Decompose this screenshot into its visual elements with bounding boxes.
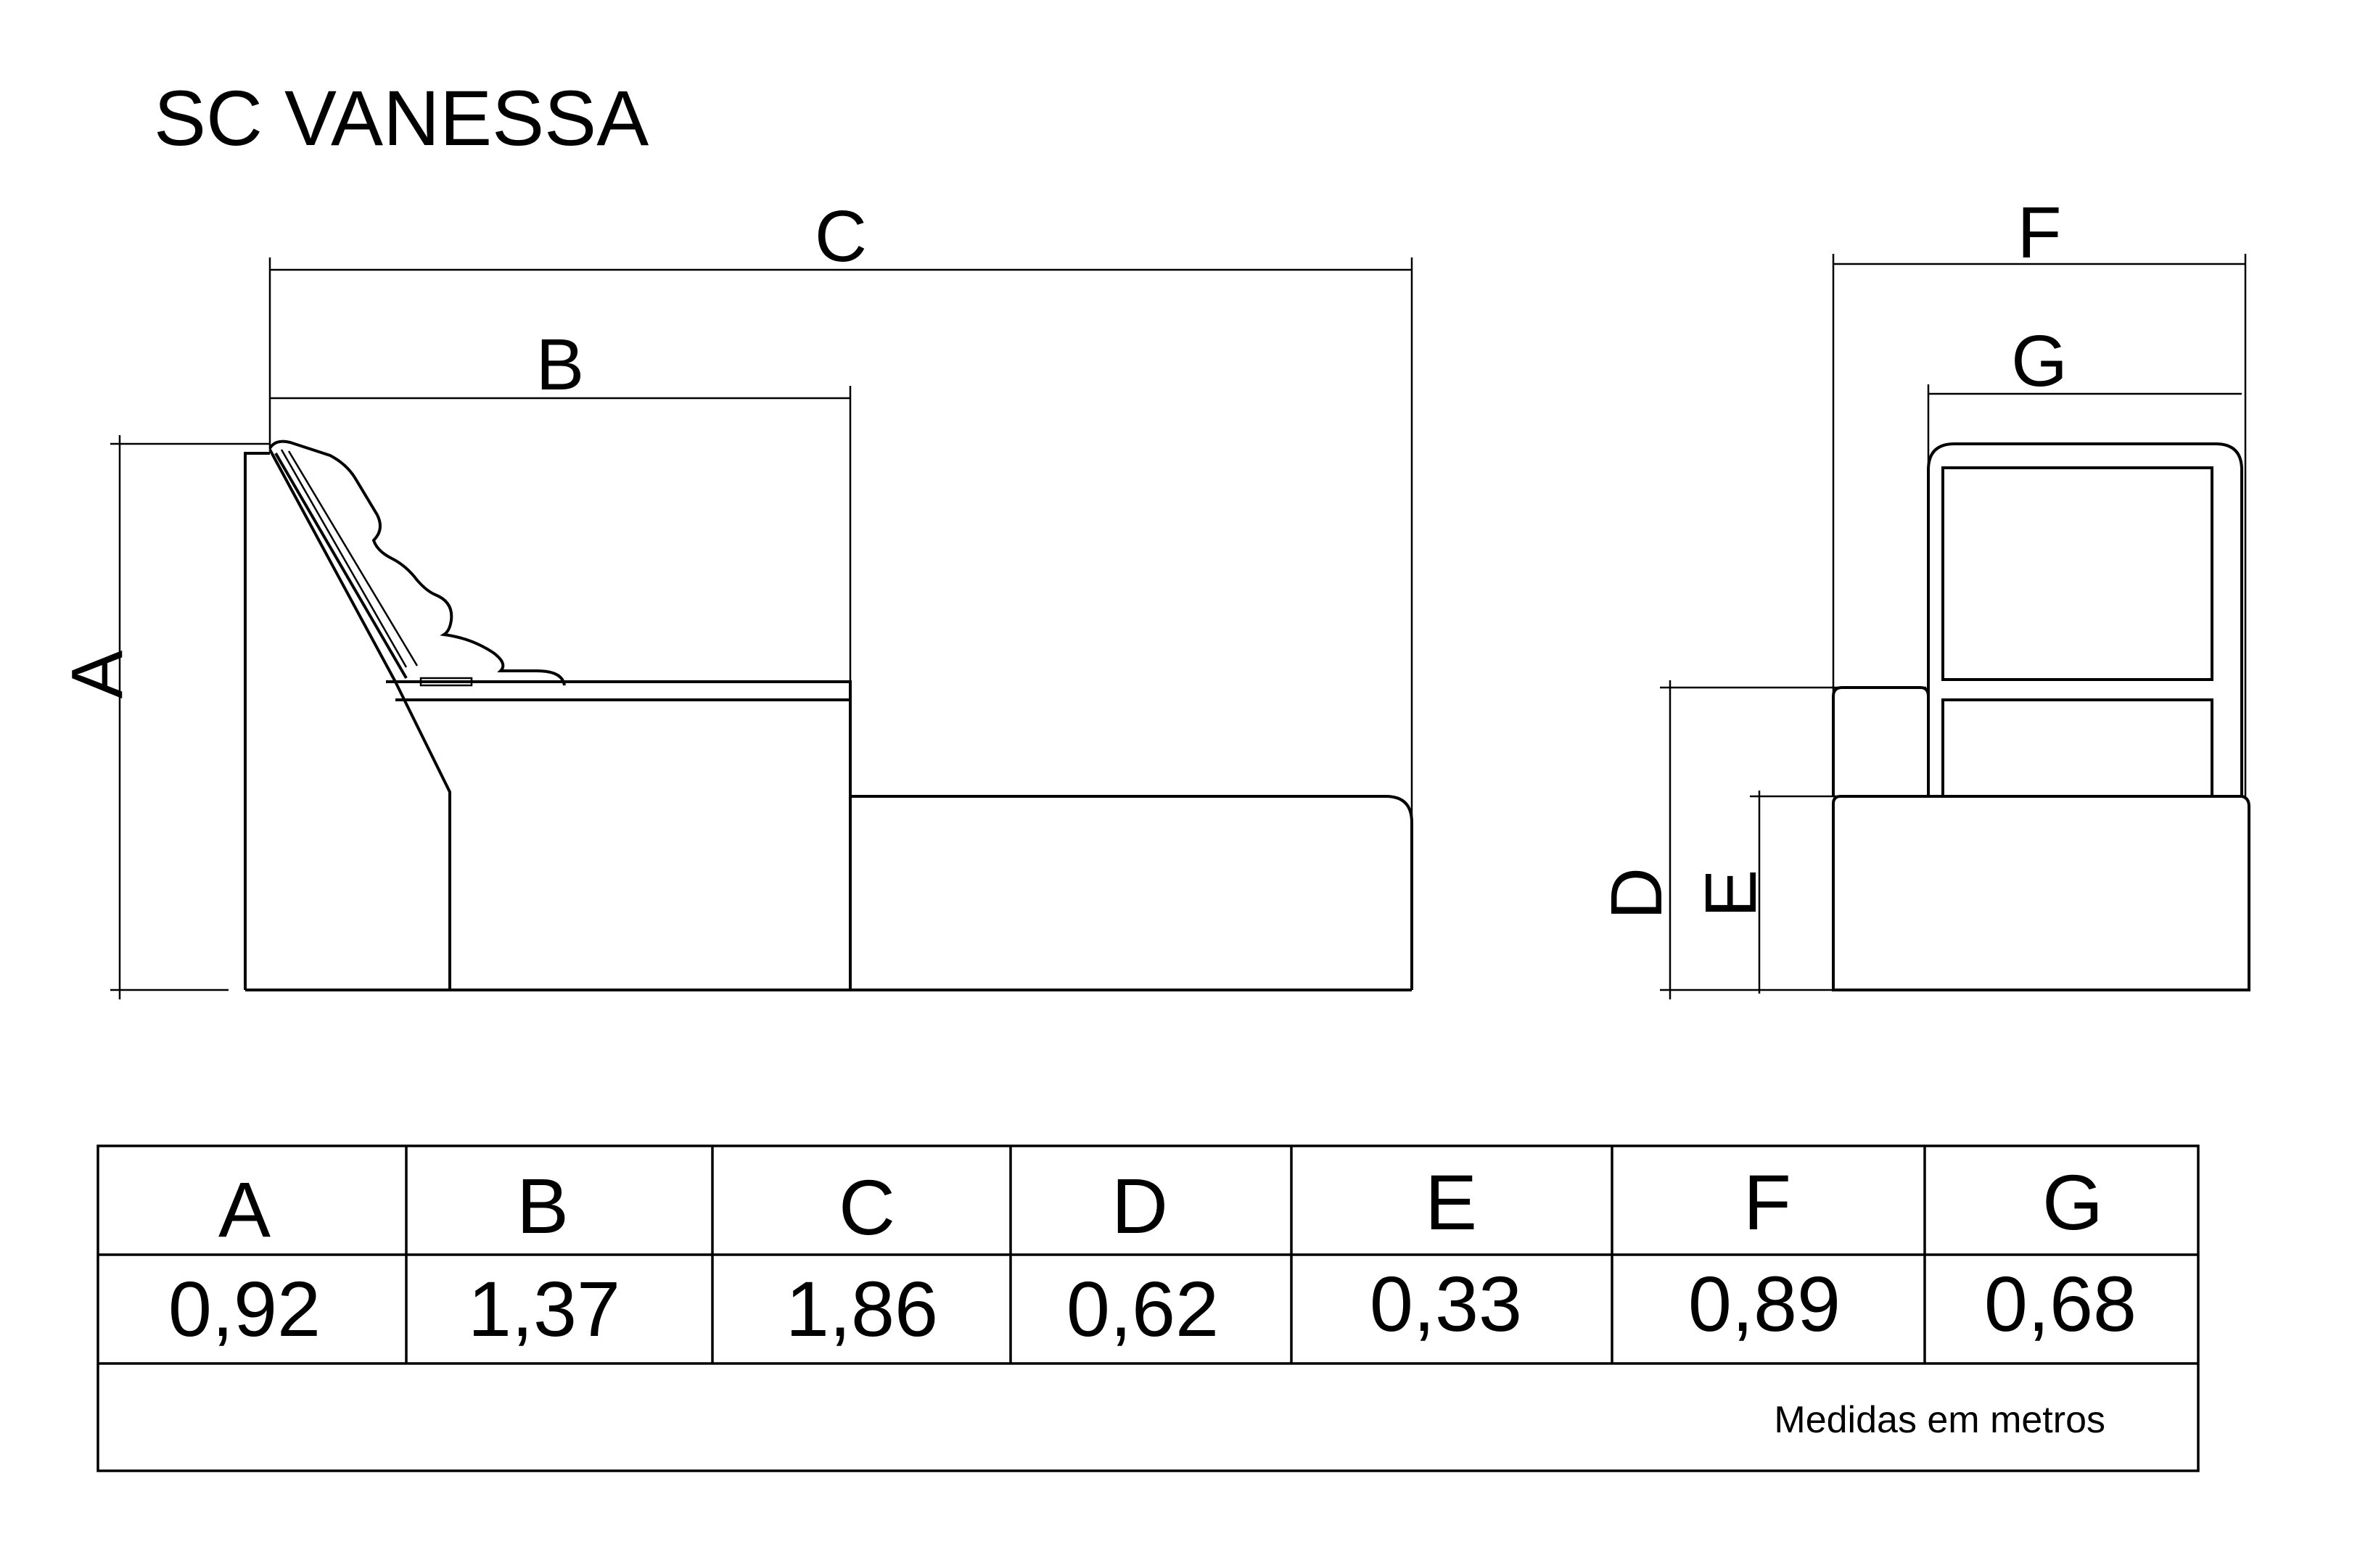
table-value-e: 0,33 <box>1370 1260 1522 1348</box>
table-value-g: 0,68 <box>1984 1260 2137 1348</box>
dimension-label-b: B <box>536 324 585 405</box>
dimension-d: D <box>1596 680 1926 999</box>
dimension-label-a: A <box>57 650 138 698</box>
front-view: F G D E <box>1596 192 2250 999</box>
table-header-row: A B C D E F G <box>218 1158 2103 1253</box>
dimension-label-g: G <box>2011 321 2068 402</box>
dimension-label-d: D <box>1596 867 1677 920</box>
table-value-f: 0,89 <box>1688 1260 1841 1348</box>
dimension-c: C <box>268 196 1413 990</box>
table-header-f: F <box>1743 1158 1791 1246</box>
table-value-row: 0,92 1,37 1,86 0,62 0,33 0,89 0,68 <box>168 1260 2137 1353</box>
page-title: SC VANESSA <box>154 74 649 162</box>
table-header-c: C <box>839 1163 895 1251</box>
table-value-a: 0,92 <box>168 1265 321 1353</box>
dimension-label-c: C <box>815 196 867 277</box>
table-header-g: G <box>2042 1158 2103 1246</box>
table-header-e: E <box>1425 1158 1477 1246</box>
dimension-g: G <box>1927 321 2242 796</box>
side-view: C B A <box>57 196 1413 999</box>
dimension-b: B <box>270 324 852 682</box>
table-header-b: B <box>517 1162 569 1250</box>
dimension-f: F <box>1832 192 2247 796</box>
sofa-side-outline <box>244 440 1413 991</box>
table-header-d: D <box>1111 1162 1168 1250</box>
dimension-label-f: F <box>2017 192 2061 273</box>
dimension-a: A <box>57 435 270 999</box>
dimensions-table: A B C D E F G 0,92 1,37 1,86 0,62 0,33 0… <box>96 1144 2200 1472</box>
table-value-c: 1,86 <box>786 1265 938 1353</box>
dimension-label-e: E <box>1690 870 1772 918</box>
dimension-e: E <box>1690 791 2242 994</box>
table-value-d: 0,62 <box>1066 1265 1219 1353</box>
sofa-front-outline <box>1832 442 2250 991</box>
units-note: Medidas em metros <box>1774 1399 2105 1441</box>
table-value-b: 1,37 <box>468 1265 620 1353</box>
table-header-a: A <box>218 1165 271 1253</box>
